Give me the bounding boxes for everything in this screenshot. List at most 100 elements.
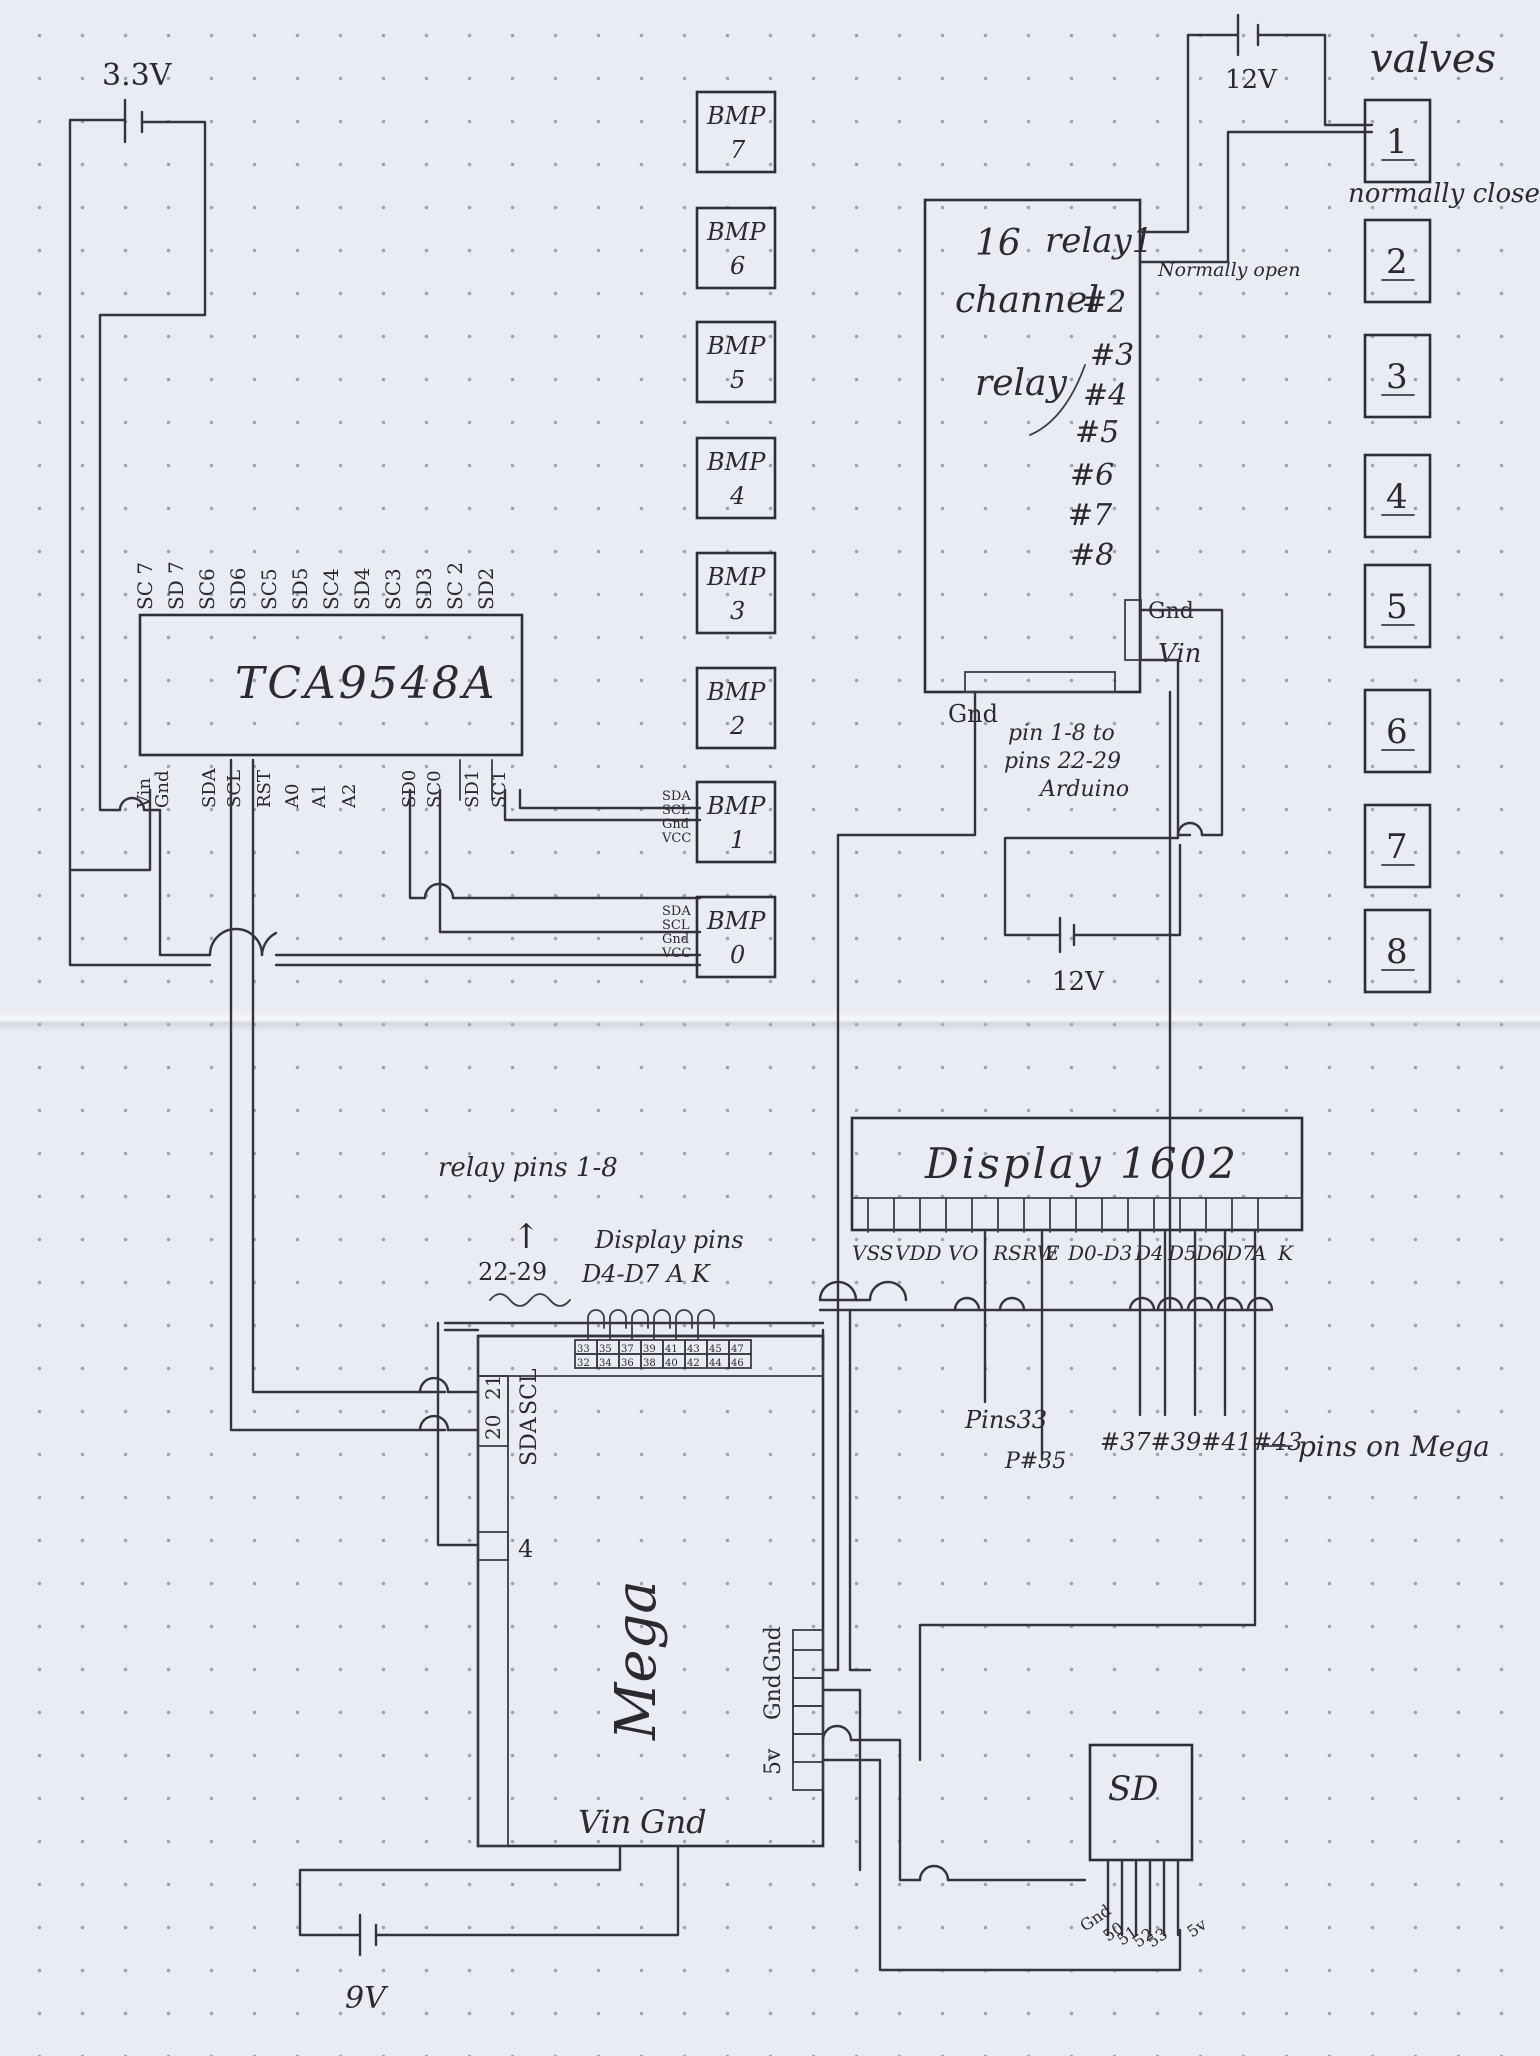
relay-pin-note-1: pin 1-8 to bbox=[1008, 721, 1115, 746]
bmp-sensor-label: BMP bbox=[706, 102, 766, 130]
sd-name: SD bbox=[1108, 1769, 1159, 1809]
bmp-sensor-label: BMP bbox=[706, 792, 766, 820]
display-pin-label: D7 bbox=[1225, 1241, 1255, 1265]
mega-header-top-label: 47 bbox=[731, 1344, 744, 1355]
mux-top-pin-label: SD3 bbox=[412, 568, 436, 610]
relay-gnd-side: Gnd bbox=[1148, 599, 1194, 624]
bmp-sensor-box bbox=[695, 780, 777, 864]
display-pin-stubs bbox=[867, 1197, 1259, 1233]
relay-channel-label: #4 bbox=[1083, 378, 1127, 413]
supply-3v3-label: 3.3V bbox=[102, 58, 173, 93]
mega-header-top-label: 41 bbox=[665, 1344, 678, 1355]
mega-power-header-pin bbox=[792, 1677, 824, 1707]
display-pin-label: K bbox=[1277, 1241, 1294, 1265]
mega-i2c-21: 21 bbox=[481, 1375, 505, 1400]
mega-5v: 5v bbox=[761, 1748, 786, 1775]
bmp-pin-label: VCC bbox=[661, 946, 691, 961]
relay-pin-note-3: Arduino bbox=[1038, 777, 1129, 802]
relay-supply-label: 12V bbox=[1052, 967, 1105, 997]
mega-scl-label: SCL bbox=[517, 1368, 542, 1415]
display-pins-on-mega: pins on Mega bbox=[1298, 1430, 1490, 1463]
mega-header-bottom-label: 34 bbox=[599, 1358, 612, 1369]
mux-bottom-pin-label: Gnd bbox=[152, 771, 173, 809]
mux-top-pin-label: SC3 bbox=[381, 568, 405, 610]
mega-power-header-pin bbox=[792, 1733, 824, 1763]
relay-channel-label: relay1 bbox=[1045, 221, 1153, 261]
mega-header-top-label: 37 bbox=[621, 1344, 634, 1355]
display-pins33: Pins33 bbox=[964, 1406, 1047, 1434]
mega-header-bottom-label: 42 bbox=[687, 1358, 700, 1369]
display-pin-label: VDD bbox=[895, 1241, 942, 1265]
mux-bottom-pin-label: SD1 bbox=[462, 770, 483, 808]
normally-closed-note: normally close bbox=[1348, 179, 1540, 209]
relay-title-line: relay bbox=[975, 363, 1067, 404]
bmp-sensor-box bbox=[695, 320, 777, 404]
header-jumper-wire bbox=[653, 1309, 671, 1341]
mega-header-top-label: 35 bbox=[599, 1344, 612, 1355]
valve-label: 8 bbox=[1386, 932, 1408, 972]
display-pins-range: D4-D7 A K bbox=[581, 1260, 712, 1288]
display-pin-label: D6 bbox=[1195, 1241, 1225, 1265]
valve-label: 3 bbox=[1386, 357, 1408, 397]
valve-box bbox=[1363, 688, 1432, 774]
valves-heading: valves bbox=[1370, 36, 1496, 82]
bmp-sensor-label: BMP bbox=[706, 563, 766, 591]
mega-header-bottom-label: 46 bbox=[731, 1358, 744, 1369]
bmp-sensor-label: BMP bbox=[706, 448, 766, 476]
mega-header-bottom-label: 38 bbox=[643, 1358, 656, 1369]
mega-name: Mega bbox=[604, 1580, 669, 1741]
mega-vin: Vin bbox=[578, 1803, 631, 1841]
valve-box bbox=[1363, 563, 1432, 649]
sd-module bbox=[1088, 1743, 1194, 1862]
mega-header-bottom-label: 40 bbox=[665, 1358, 678, 1369]
mega-header-bottom-label: 32 bbox=[577, 1358, 590, 1369]
mega-supply-label: 9V bbox=[345, 1981, 389, 2016]
sd-module-pins bbox=[1106, 1858, 1180, 1937]
bmp-sensor-number: 1 bbox=[730, 826, 745, 854]
relay-module bbox=[923, 198, 1142, 694]
valve-box bbox=[1363, 453, 1432, 539]
wire-crossing bbox=[998, 1296, 1026, 1312]
valve-label: 4 bbox=[1386, 477, 1408, 517]
display-pin-label: RW bbox=[1021, 1241, 1059, 1265]
bmp-sensor-box bbox=[695, 436, 777, 520]
mega-i2c-header bbox=[477, 1375, 509, 1447]
relay-title-underline-stroke bbox=[1029, 364, 1086, 436]
bmp-sensor-box bbox=[695, 90, 777, 174]
header-jumper-wire bbox=[697, 1309, 715, 1341]
wire-crossing bbox=[1156, 1296, 1184, 1312]
mux-top-pin-label: SC 2 bbox=[443, 562, 467, 610]
display-pin-label: RS bbox=[992, 1241, 1022, 1265]
valve-box bbox=[1363, 803, 1432, 889]
mux-top-pin-label: SD5 bbox=[288, 568, 312, 610]
bmp-sensor-box bbox=[695, 551, 777, 635]
mux-top-pin-label: SC4 bbox=[319, 568, 343, 610]
mega-sda-label: SDA bbox=[517, 1416, 542, 1466]
bmp-sensor-box bbox=[695, 666, 777, 750]
mega-header-bottom-label: 36 bbox=[621, 1358, 634, 1369]
paper-fold bbox=[0, 1010, 1540, 1032]
relay-normally-open-note: Normally open bbox=[1157, 259, 1301, 281]
mux-bottom-pin-label: SCL bbox=[224, 770, 245, 808]
mux-chip bbox=[138, 613, 524, 757]
bmp-sensor-label: BMP bbox=[706, 678, 766, 706]
mux-top-pin-label: SD2 bbox=[474, 568, 498, 610]
mega-power-header-pin bbox=[792, 1705, 824, 1735]
valve-box bbox=[1363, 98, 1432, 184]
wire-crossing bbox=[1128, 1296, 1156, 1312]
relay-channel-label: #6 bbox=[1070, 458, 1114, 493]
mega-header-bottom-label: 44 bbox=[709, 1358, 722, 1369]
valve-label: 6 bbox=[1386, 712, 1408, 752]
mega-gnd: Gnd bbox=[640, 1803, 707, 1841]
mux-top-pin-label: SD 7 bbox=[164, 561, 188, 610]
mega-gnd-1: Gnd bbox=[761, 1674, 786, 1720]
relay-pin-note-2: pins 22-29 bbox=[1004, 749, 1121, 774]
